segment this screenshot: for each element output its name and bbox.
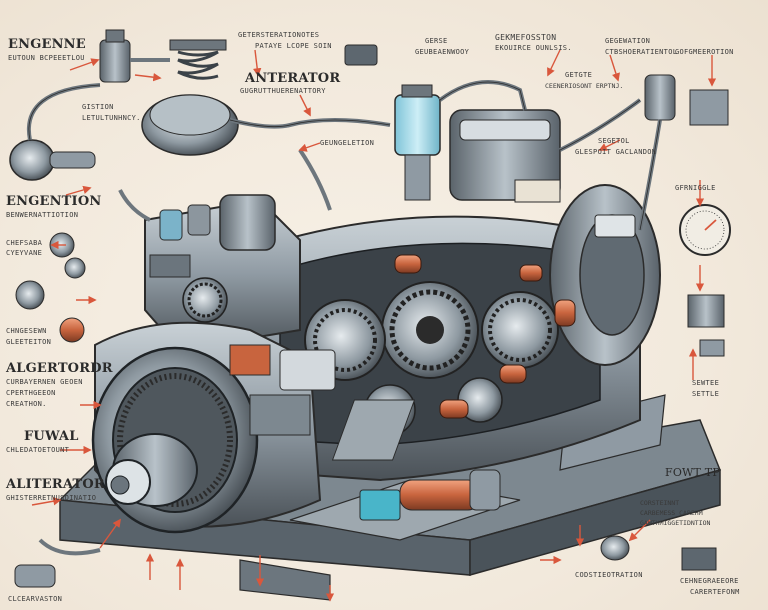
label-gerse: GERSE (425, 37, 448, 45)
label-algertordr-sub2: CPERTHGEEON (6, 389, 56, 397)
top-components (99, 29, 729, 203)
left-parts (9, 139, 96, 588)
label-chngesewn-sub: GLEETEITON (6, 338, 52, 346)
label-chefsaba: CHEFSABA (6, 239, 43, 247)
label-gfrniggle: GFRNIGGLE (675, 184, 716, 192)
label-fowttp-sub1: CORSTEINNT (640, 499, 680, 507)
label-segetol: SEGETOL (598, 137, 630, 145)
label-fowttp-sub3: GAWTHMIGGETIDNTION (640, 519, 711, 527)
label-getgte: GETGTE (565, 71, 593, 79)
pipe-outlines (28, 81, 661, 231)
label-alitterator-sub: GHISTERRETNUSOINATIO (6, 494, 97, 502)
label-segetol-sub: GLESPOIT GACLANDON (575, 148, 657, 156)
label-gegewation-sub: CTBSHOERATIENTOL (605, 48, 678, 56)
label-chngesewn: CHNGESEWN (6, 327, 47, 335)
label-bottom-right: CEHNEGRAEEORE (680, 577, 739, 585)
right-parts (600, 204, 731, 571)
lower-components (331, 399, 501, 521)
label-engenne: ENGENNE (8, 37, 86, 52)
label-algertordr-sub3: CREATHON. (6, 400, 47, 408)
label-gekmeifodston: GEKMEFOSSTON (495, 33, 557, 42)
label-gistion-sub: LETULTUNHNCY. (82, 114, 141, 122)
label-anterator: ANTERATOR (245, 71, 341, 86)
label-engention: ENGENTION (6, 194, 102, 209)
label-gerse-sub: GEUBEAENWOOY (415, 48, 470, 56)
label-fuwal: FUWAL (24, 429, 79, 444)
label-algertordr-sub1: CURBAYERNEN GEOEN (6, 378, 83, 386)
engine-block (144, 194, 301, 352)
label-top-geterster: GETERSTERATIONOTES (238, 31, 320, 39)
label-gistion: GISTION (82, 103, 114, 111)
label-fowttp: FOWT TP (665, 466, 720, 479)
label-gofgeen: GOFGMEEROTION (675, 48, 734, 56)
label-fuwal-sub: CHLEDATOETOUNT (6, 446, 70, 454)
label-gelgeltion: GEUNGELETION (320, 139, 375, 147)
alternator-front (91, 321, 336, 534)
label-engenne-sub: EUTOUN BCPEEETLOU (8, 54, 85, 62)
label-engention-sub: BENWERNATTIOTION (6, 211, 79, 219)
label-bottom-right-sub: CARERTEFONM (690, 588, 740, 596)
label-gekmeifodston-sub: EKOUIRCE OUNLSIS. (495, 44, 572, 52)
label-bottom-left: CLCEARVASTON (8, 595, 63, 603)
label-gegewation: GEGEWATION (605, 37, 651, 45)
label-sewtee-sub: SETTLE (692, 390, 720, 398)
label-getgte-sub: CEENERIOSONT ERPTNJ. (545, 82, 624, 90)
label-chefsaba-sub: CYEYVANE (6, 249, 43, 257)
label-sewtee: SEWTEE (692, 379, 720, 387)
label-bottom-mid: CODSTIEOTRATION (575, 571, 643, 579)
label-alitterator: ALITERATOR (6, 477, 105, 492)
label-anterator-sub: GUGRUTTHUERENATTORY (240, 87, 326, 95)
annotation-arrows (31, 49, 717, 602)
label-algertordr: ALGERTORDR (6, 361, 113, 376)
label-top-geterster-sub: PATAYE LCOPE SOIN (255, 42, 332, 50)
label-fowttp-sub2: CARBEMESS CAREHM (640, 509, 703, 517)
